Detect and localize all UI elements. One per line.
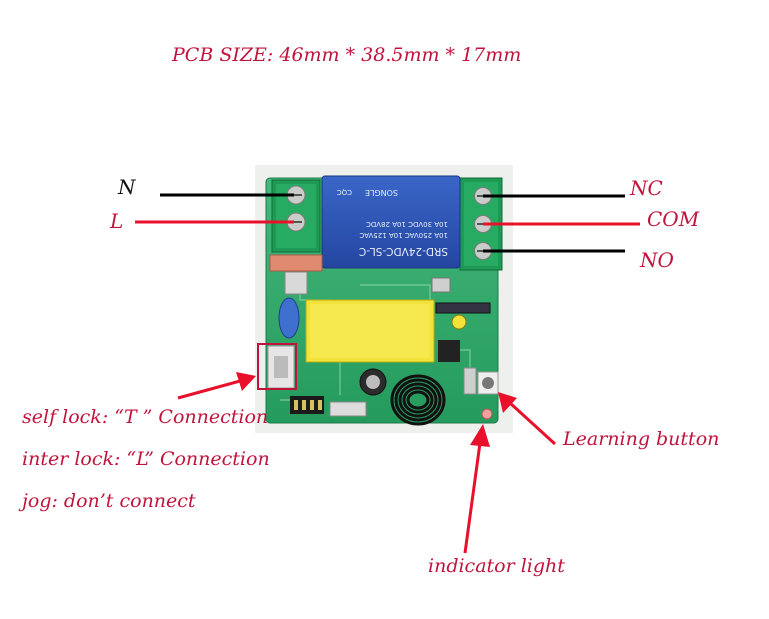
varistor <box>284 271 308 295</box>
indicator-led <box>481 408 493 420</box>
note-inter-lock: inter lock: “L” Connection <box>22 448 270 470</box>
relay: SRD-24VDC-SL-C 10A 250VAC 10A 125VAC 10A… <box>321 175 461 269</box>
pin-header <box>290 396 324 414</box>
label-n: N <box>118 175 136 199</box>
relay-brand-text: SONGLE <box>365 188 398 197</box>
smd-part <box>431 277 451 293</box>
relay-model-text: SRD-24VDC-SL-C <box>359 245 448 257</box>
module-connector <box>329 401 367 417</box>
relay-rating-line2: 10A 30VDC 10A 28VDC <box>366 220 448 228</box>
note-jog: jog: don’t connect <box>22 490 196 512</box>
antenna-coil <box>390 374 446 426</box>
jumper-highlight-box <box>257 343 297 390</box>
label-indicator-light: indicator light <box>428 555 565 577</box>
small-component <box>451 314 467 330</box>
label-com: COM <box>647 207 700 231</box>
left-terminal-block <box>271 179 321 253</box>
fuse-resistor <box>269 254 323 272</box>
pcb-size-title: PCB SIZE: 46mm * 38.5mm * 17mm <box>172 44 522 66</box>
label-nc: NC <box>630 176 663 200</box>
crystal <box>463 367 477 395</box>
arrow-learning-button <box>498 392 557 446</box>
arrow-indicator-light <box>463 424 490 554</box>
diode <box>435 302 491 314</box>
relay-cert-text: CQC <box>337 188 352 196</box>
ic-chip <box>438 340 460 362</box>
relay-rating-line1: 10A 250VAC 10A 125VAC <box>359 231 448 239</box>
note-self-lock: self lock: “T ” Connection <box>22 406 269 428</box>
blue-capacitor <box>278 297 300 339</box>
label-l: L <box>110 209 124 233</box>
label-no: NO <box>640 248 674 272</box>
arrow-self-lock <box>177 372 256 400</box>
label-learning-button: Learning button <box>563 428 720 450</box>
